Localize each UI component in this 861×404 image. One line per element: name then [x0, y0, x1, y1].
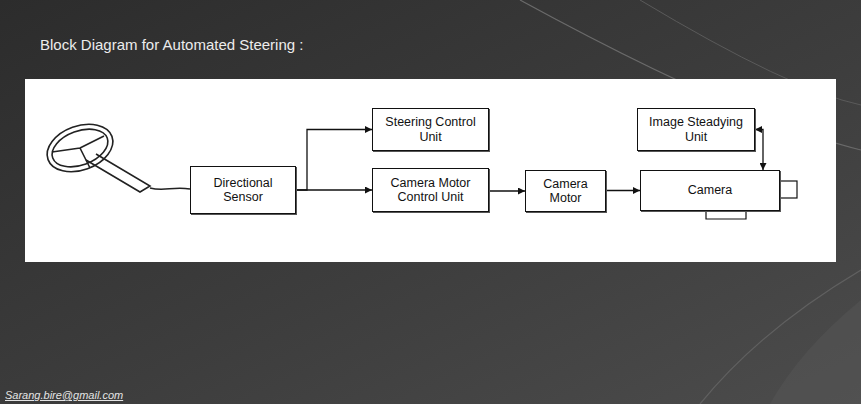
sensor-wire — [150, 188, 190, 189]
process-box: Steering Control Unit — [372, 108, 489, 151]
camera-lens — [780, 181, 797, 198]
decor-swoosh — [770, 300, 861, 404]
signal-arrow — [296, 130, 372, 191]
footer-email: Sarang.bire@gmail.com — [5, 389, 123, 401]
signal-arrow — [606, 190, 640, 191]
process-box: Camera Motor — [525, 170, 606, 212]
process-box: Camera Motor Control Unit — [372, 168, 489, 212]
box-label: Image Steadying Unit — [644, 115, 748, 144]
process-box: Directional Sensor — [190, 166, 296, 214]
box-label: Camera Motor Control Unit — [379, 176, 482, 205]
signal-arrow — [489, 190, 525, 191]
box-label: Directional Sensor — [197, 176, 289, 205]
steering-wheel — [41, 116, 190, 192]
decor-arc — [700, 270, 861, 404]
process-box: Image Steadying Unit — [637, 108, 755, 151]
box-label: Steering Control Unit — [379, 115, 482, 144]
process-box: Camera — [640, 170, 780, 211]
signal-arrow — [755, 130, 763, 171]
box-label: Camera Motor — [532, 177, 599, 206]
wheel-spokes — [52, 136, 104, 168]
slide-title: Block Diagram for Automated Steering : — [40, 36, 303, 53]
signal-arrow — [296, 189, 372, 190]
wheel-rim-inner — [47, 122, 113, 174]
camera-mount — [706, 211, 746, 219]
wheel-rim — [41, 116, 120, 181]
white-panel — [25, 79, 836, 262]
steering-column — [86, 154, 150, 192]
box-label: Camera — [688, 183, 732, 197]
